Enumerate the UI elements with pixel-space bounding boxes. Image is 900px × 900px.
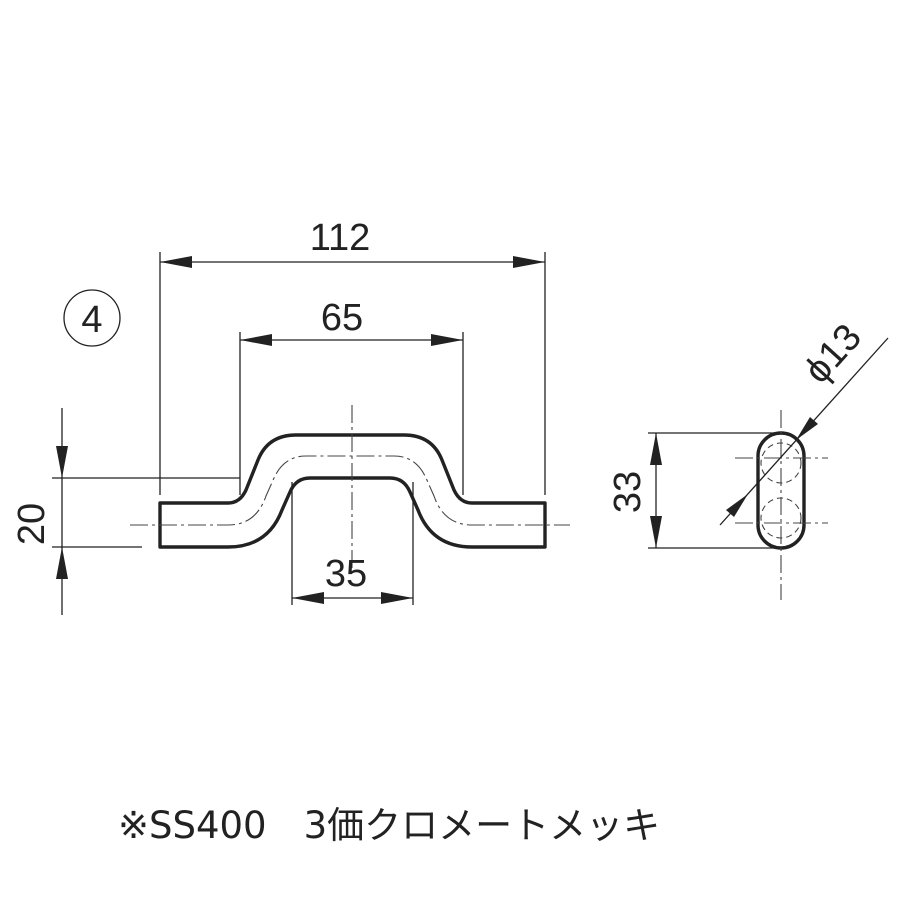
dim-20-label: 20: [11, 503, 53, 545]
material-note: ※SS400 3価クロメートメッキ: [118, 804, 660, 847]
dimension-35: 35: [291, 482, 414, 605]
dimension-20: 20: [11, 408, 240, 615]
handle-outline: [158, 433, 547, 549]
dim-phi13-label: ϕ13: [796, 316, 870, 391]
dimension-33: 33: [607, 432, 780, 549]
dim-65-label: 65: [321, 297, 363, 339]
dimension-112: 112: [159, 217, 546, 495]
dim-35-label: 35: [325, 553, 367, 595]
bar-centerline: [130, 455, 570, 526]
side-view: [735, 410, 828, 600]
part-number: 4: [81, 299, 102, 341]
dimension-65: 65: [239, 297, 464, 495]
dim-33-label: 33: [607, 471, 649, 513]
front-view: [130, 405, 570, 570]
dim-112-label: 112: [310, 217, 371, 259]
part-number-marker: 4: [63, 289, 121, 347]
